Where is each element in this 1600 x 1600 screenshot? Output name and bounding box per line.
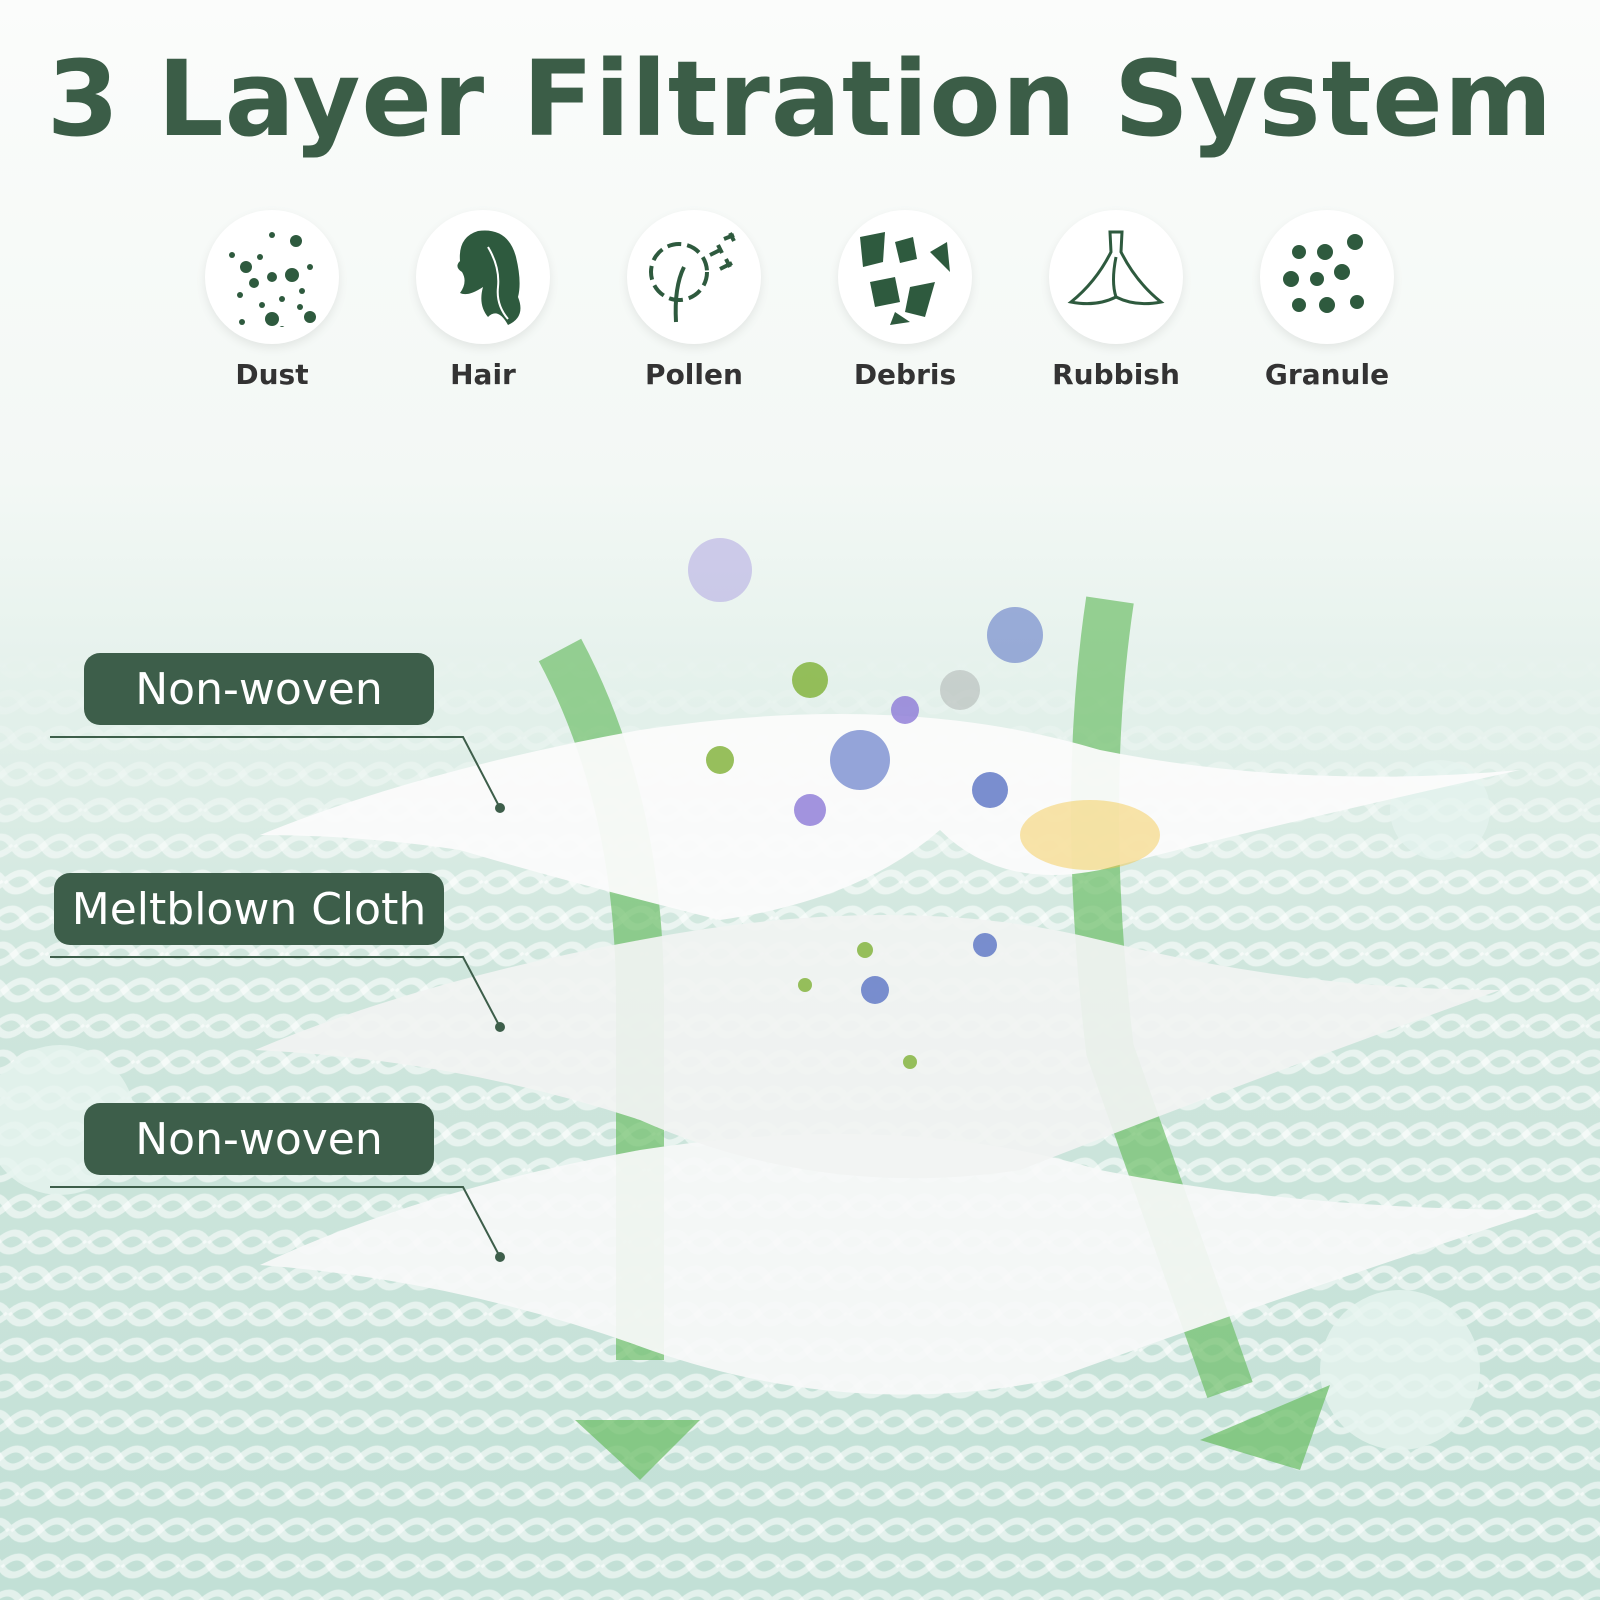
filter-label: Granule — [1264, 358, 1390, 391]
debris-icon — [838, 210, 972, 344]
filter-item-hair: Hair — [383, 210, 583, 391]
leader-lines — [50, 736, 501, 1258]
dust-icon — [205, 210, 339, 344]
filter-label: Hair — [450, 358, 516, 391]
arrow-head-left — [575, 1420, 700, 1480]
hair-icon — [416, 210, 550, 344]
layer-top — [260, 714, 1520, 920]
filter-item-pollen: Pollen — [594, 210, 794, 391]
layer-label-inner-non-woven: Non-woven — [84, 1103, 434, 1175]
arrow-head-right — [1200, 1385, 1330, 1470]
pollen-icon — [627, 210, 761, 344]
page-title: 3 Layer Filtration System — [46, 38, 1554, 160]
filter-label: Pollen — [645, 358, 743, 391]
filter-item-dust: Dust — [172, 210, 372, 391]
filter-label: Debris — [853, 358, 957, 391]
filter-item-rubbish: Rubbish — [1016, 210, 1216, 391]
granule-icon — [1260, 210, 1394, 344]
filter-item-granule: Granule — [1227, 210, 1427, 391]
filter-label: Rubbish — [1052, 358, 1180, 391]
filter-label: Dust — [235, 358, 309, 391]
layer-middle — [255, 915, 1500, 1179]
layer-label-meltblown-cloth: Meltblown Cloth — [54, 873, 444, 945]
rubbish-icon — [1049, 210, 1183, 344]
layer-label-outer-non-woven: Non-woven — [84, 653, 434, 725]
particles — [688, 538, 1043, 1069]
layer-bottom — [260, 1134, 1545, 1395]
filter-item-debris: Debris — [805, 210, 1005, 391]
